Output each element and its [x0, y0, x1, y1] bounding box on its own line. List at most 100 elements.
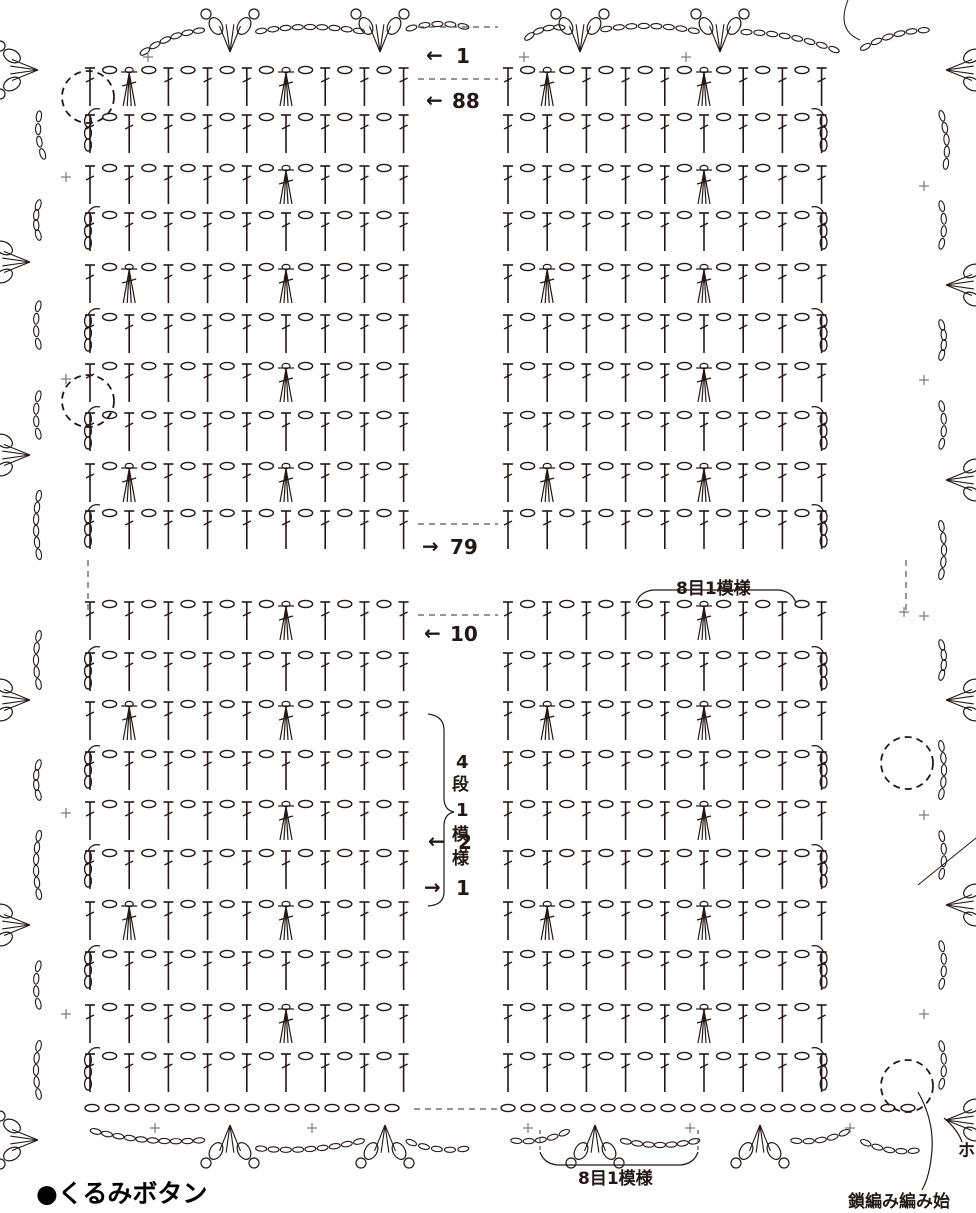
edging-chain: [938, 639, 947, 681]
stitch-row: [85, 505, 409, 549]
stitch-row: [503, 800, 827, 840]
stitch-row: [503, 462, 827, 502]
rows-repeat-one: 1: [456, 800, 469, 821]
edging-flower: [946, 256, 976, 314]
edging-chain: [33, 759, 42, 801]
edging-chain: [523, 25, 565, 42]
stitch-row: [503, 207, 827, 251]
foundation-chain: [85, 1104, 915, 1111]
edging-chain: [35, 111, 46, 160]
edging-flower: [0, 41, 38, 99]
edging-plus: [919, 181, 929, 191]
stitch-row: [85, 647, 409, 691]
edging-flower: [0, 426, 30, 484]
stitch-row: [85, 207, 409, 251]
stitch-row: [503, 309, 827, 353]
edging-chain: [938, 1040, 947, 1089]
chain-start-note: 鎖編み編み始: [848, 1191, 950, 1212]
row-marker-10: ← 10: [424, 621, 478, 646]
edging-border: [0, 9, 976, 1169]
stitch-row: [85, 263, 409, 303]
svg-text:←: ←: [428, 829, 445, 853]
edging-flower: [691, 9, 749, 52]
edging-chain: [938, 400, 947, 449]
edging-plus: [845, 1123, 855, 1133]
stitch-row: [85, 946, 409, 990]
stitch-row: [85, 600, 409, 640]
edging-chain: [405, 1138, 469, 1152]
edging-flower: [731, 1125, 789, 1168]
edging-plus: [899, 607, 909, 617]
stitch-row: [503, 109, 827, 153]
stitch-row: [503, 263, 827, 303]
row-marker-79: → 79: [422, 534, 478, 559]
highlight-circle: [881, 737, 933, 789]
edging-plus: [61, 808, 71, 818]
stitch-row: [503, 66, 827, 106]
edging-chain: [255, 1138, 364, 1153]
rows-repeat-mo: 模: [452, 824, 470, 845]
edging-chain: [600, 23, 699, 34]
row-marker-88: ← 88: [426, 88, 480, 113]
edging-flower: [356, 1125, 414, 1168]
edging-chain: [938, 830, 947, 879]
edging-plus: [919, 810, 929, 820]
edging-flower: [351, 9, 409, 52]
edging-plus: [150, 1123, 160, 1133]
stitch-row: [85, 407, 409, 451]
edging-flower: [946, 41, 976, 99]
stitch-row: [503, 362, 827, 402]
edging-chain: [938, 740, 947, 800]
stitch-row: [503, 1003, 827, 1043]
edging-chain: [938, 940, 947, 989]
svg-text:→: →: [424, 875, 441, 899]
svg-text:→: →: [422, 534, 439, 558]
edging-chain: [33, 830, 42, 900]
stitch-row: [85, 700, 409, 740]
edging-plus: [307, 1123, 317, 1133]
edging-chain: [741, 29, 840, 54]
stitch-row: [503, 407, 827, 451]
edging-flower: [946, 671, 976, 729]
row-marker-label: 79: [450, 535, 478, 559]
edging-chain: [860, 1138, 920, 1154]
stitch-row: [85, 1048, 409, 1092]
stitch-row: [85, 66, 409, 106]
edging-flower: [0, 896, 30, 954]
guide-lines: [62, 27, 933, 1152]
edging-chain: [859, 27, 929, 51]
stitch-row: [85, 900, 409, 940]
row-marker-label: 1: [456, 44, 470, 68]
edging-chain: [33, 630, 42, 690]
stitch-row: [85, 746, 409, 790]
edging-chain: [938, 520, 947, 580]
edging-chain: [938, 200, 947, 249]
row-marker-1-top: ← 1: [426, 43, 470, 68]
edging-chain: [33, 300, 42, 349]
stitch-row: [503, 946, 827, 990]
edging-plus: [143, 52, 153, 62]
rows-repeat-num: 4: [456, 752, 469, 773]
stitch-row: [85, 109, 409, 153]
edging-chain: [405, 21, 469, 32]
edging-plus: [919, 375, 929, 385]
stitch-row: [85, 164, 409, 204]
stitch-row: [503, 746, 827, 790]
edging-flower: [0, 671, 30, 729]
edging-chain: [255, 24, 364, 34]
edging-plus: [519, 52, 529, 62]
edging-chain: [938, 319, 947, 361]
edging-chain: [33, 1040, 42, 1100]
row-marker-label: 10: [450, 622, 478, 646]
stitch-row: [85, 845, 409, 889]
edging-chain: [90, 1128, 205, 1144]
edging-flower: [201, 1125, 259, 1168]
row-marker-label: 1: [456, 876, 470, 900]
edging-flower: [566, 1125, 624, 1168]
edging-plus: [919, 1009, 929, 1019]
edging-chain: [33, 960, 42, 1009]
edging-flower: [946, 876, 976, 934]
edging-plus: [523, 1123, 533, 1133]
stitch-row: [85, 800, 409, 840]
